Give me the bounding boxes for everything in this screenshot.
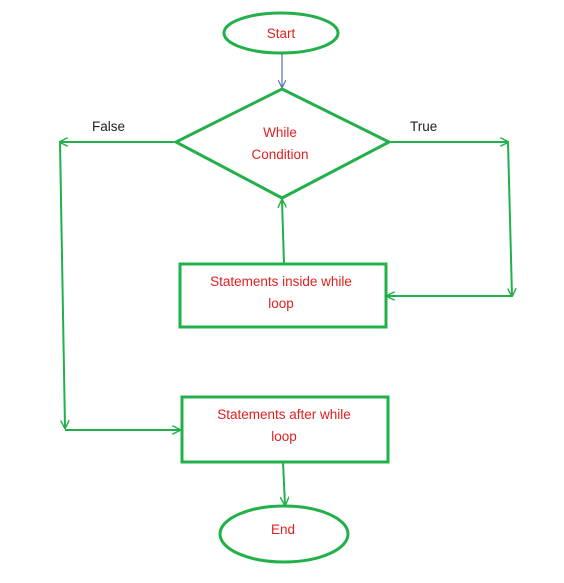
false-branch-label: False bbox=[92, 119, 125, 134]
end-node: End bbox=[218, 504, 350, 564]
loop-back-arrow bbox=[282, 200, 284, 265]
after-loop-label-line2: loop bbox=[271, 429, 297, 444]
after-loop-to-end-arrow bbox=[283, 461, 285, 505]
loop-body-label-line2: loop bbox=[268, 296, 294, 311]
loop-body-label-line1: Statements inside while bbox=[210, 274, 352, 289]
loop-body-node: Statements inside while loop bbox=[178, 262, 388, 329]
true-branch-edge bbox=[387, 142, 512, 296]
start-node: Start bbox=[222, 11, 340, 55]
condition-label-line1: While bbox=[263, 125, 297, 140]
condition-label-line2: Condition bbox=[251, 147, 308, 162]
after-loop-label-line1: Statements after while bbox=[217, 407, 351, 422]
start-label: Start bbox=[267, 26, 296, 41]
end-label: End bbox=[271, 522, 295, 537]
true-branch-label: True bbox=[410, 119, 437, 134]
false-branch-edge bbox=[59, 142, 180, 430]
after-loop-node: Statements after while loop bbox=[180, 395, 390, 464]
condition-node: While Condition bbox=[172, 87, 393, 200]
